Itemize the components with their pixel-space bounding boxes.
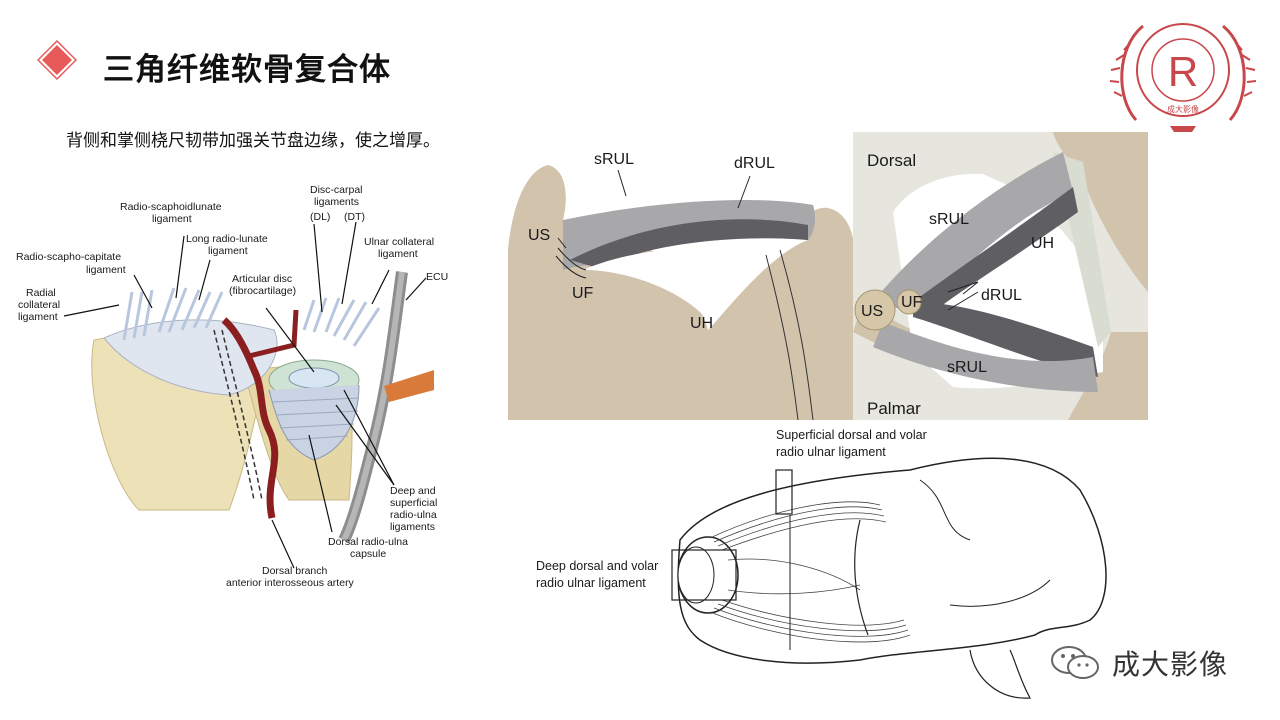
- label-uh: UH: [690, 315, 713, 332]
- label-srul-top: sRUL: [929, 211, 969, 228]
- label-ecu: ECU: [426, 271, 448, 283]
- watermark-name: 成大影像: [1112, 648, 1229, 681]
- label-uf: UF: [901, 294, 923, 311]
- label-uh: UH: [1031, 235, 1054, 252]
- slide-subtitle: 背侧和掌侧桡尺韧带加强关节盘边缘，使之增厚。: [66, 131, 440, 151]
- slide-title: 三角纤维软骨复合体: [103, 52, 391, 88]
- radiology-department-logo: R 成大影像: [1109, 23, 1257, 132]
- label-dorsal: Dorsal: [867, 151, 916, 170]
- label-palmar: Palmar: [867, 399, 921, 418]
- label-uf: UF: [572, 285, 594, 302]
- logo-letter: R: [1168, 48, 1198, 95]
- label-srul-bottom: sRUL: [947, 359, 987, 376]
- label-srul: sRUL: [594, 151, 634, 168]
- logo-ring-text: 成大影像: [1167, 104, 1199, 114]
- label-articular-disc: Articular disc(fibrocartilage): [229, 273, 296, 297]
- title-diamond-icon: [37, 40, 77, 80]
- wechat-icon: [1051, 646, 1099, 679]
- label-dl: (DL): [310, 211, 330, 223]
- label-dt: (DT): [344, 211, 365, 223]
- label-drul: dRUL: [734, 155, 775, 172]
- label-us: US: [528, 227, 550, 244]
- radioulnar-ligament-axial-diagram: Dorsal Palmar sRUL sRUL UH US UF dRUL: [853, 132, 1148, 420]
- radioulnar-ligament-sagittal-diagram: sRUL dRUL US UF UH: [508, 140, 854, 420]
- label-us: US: [861, 303, 883, 320]
- label-drul: dRUL: [981, 287, 1022, 304]
